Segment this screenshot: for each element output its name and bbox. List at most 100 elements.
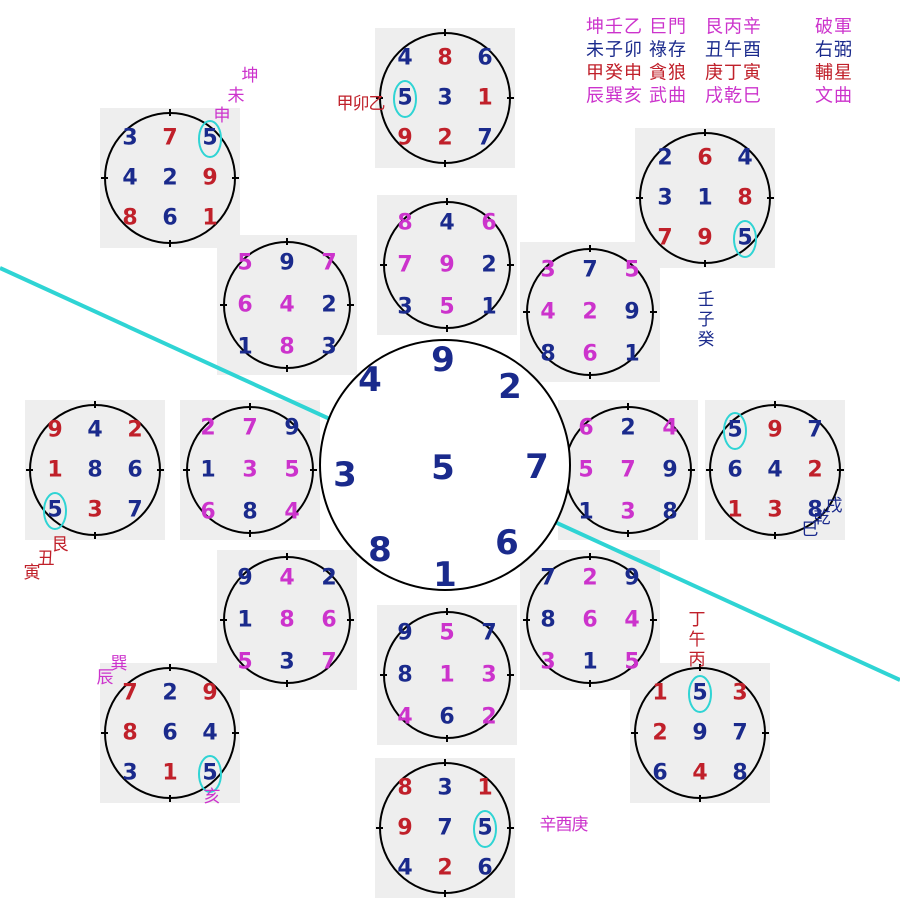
inner-s-digit: 2 (481, 705, 496, 730)
outer-s-digit: 8 (397, 776, 412, 801)
inner-nw-digit: 9 (279, 251, 294, 276)
outer-w-label: 艮丑寅 (24, 535, 69, 583)
outer-nw-digit: 8 (122, 206, 137, 231)
inner-nw-digit: 6 (237, 293, 252, 318)
legend-star: 破軍 (815, 17, 853, 38)
outer-ne-digit: 9 (697, 226, 712, 251)
outer-se-digit: 9 (692, 721, 707, 746)
outer-ne-digit: 5 (737, 226, 752, 251)
outer-sw-digit: 5 (202, 761, 217, 786)
legend-trigrams: 未子卯 (586, 40, 643, 61)
inner-sw-digit: 2 (321, 566, 336, 591)
outer-w-digit: 4 (87, 418, 102, 443)
direction-label-char: 申 (214, 106, 231, 126)
outer-n-digit: 3 (437, 86, 452, 111)
inner-ne-digit: 8 (540, 342, 555, 367)
highlight-ellipse (43, 492, 67, 530)
highlight-ellipse (733, 220, 757, 258)
inner-w-digit: 5 (284, 458, 299, 483)
inner-s-digit: 8 (397, 663, 412, 688)
inner-se-digit: 5 (624, 650, 639, 675)
outer-se-digit: 7 (732, 721, 747, 746)
outer-w-digit: 9 (47, 418, 62, 443)
outer-e-digit: 4 (767, 458, 782, 483)
direction-label-char: 甲 (337, 94, 354, 114)
outer-n-digit: 9 (397, 126, 412, 151)
outer-sw-digit: 8 (122, 721, 137, 746)
legend-star: 武曲 (649, 86, 687, 107)
inner-nw-digit: 5 (237, 251, 252, 276)
direction-label-char: 艮 (52, 535, 69, 555)
inner-w-digit: 2 (200, 416, 215, 441)
legend-star: 貪狼 (649, 62, 687, 84)
legend-trigrams: 戌乾巳 (705, 86, 762, 107)
outer-sw-digit: 3 (122, 761, 137, 786)
direction-label-char: 辰 (97, 668, 114, 688)
inner-se-digit: 8 (540, 608, 555, 633)
inner-e-digit: 7 (620, 458, 635, 483)
inner-se-digit: 3 (540, 650, 555, 675)
outer-n-digit: 4 (397, 46, 412, 71)
outer-nw-digit: 2 (162, 166, 177, 191)
outer-e-digit: 1 (727, 498, 742, 523)
outer-nw-digit: 3 (122, 126, 137, 151)
inner-e-digit: 9 (662, 458, 677, 483)
outer-nw-digit: 1 (202, 206, 217, 231)
direction-label-char: 乾 (814, 508, 831, 528)
inner-w-digit: 4 (284, 500, 299, 525)
inner-e-digit: 6 (578, 416, 593, 441)
legend-star: 祿存 (649, 40, 687, 61)
inner-e-digit: 1 (578, 500, 593, 525)
outer-se-digit: 1 (652, 681, 667, 706)
inner-nw-digit: 3 (321, 335, 336, 360)
direction-label-char: 坤 (242, 66, 259, 86)
legend-star: 右弼 (815, 40, 853, 61)
inner-n-digit: 8 (397, 211, 412, 236)
inner-e-digit: 5 (578, 458, 593, 483)
outer-ne-digit: 4 (737, 146, 752, 171)
outer-e-digit: 3 (767, 498, 782, 523)
outer-w-digit: 6 (127, 458, 142, 483)
legend-trigrams: 坤壬乙 (586, 17, 643, 38)
outer-sw-digit: 9 (202, 681, 217, 706)
outer-se-digit: 8 (732, 761, 747, 786)
center-digit: 7 (525, 447, 549, 487)
center-digit: 3 (333, 455, 357, 495)
outer-ne-digit: 6 (697, 146, 712, 171)
direction-label-char: 癸 (698, 330, 715, 350)
inner-n-digit: 1 (481, 295, 496, 320)
direction-label-char: 午 (689, 630, 706, 650)
outer-sw-label: 辰巽亥 (97, 654, 221, 807)
inner-ne-digit: 7 (582, 258, 597, 283)
inner-e-digit: 3 (620, 500, 635, 525)
center-digit: 8 (368, 530, 392, 570)
direction-label-char: 子 (698, 310, 715, 330)
outer-e-label: 巳乾戌 (802, 496, 843, 540)
inner-n-digit: 2 (481, 253, 496, 278)
inner-sw-digit: 6 (321, 608, 336, 633)
inner-nw-digit: 8 (279, 335, 294, 360)
outer-se-digit: 6 (652, 761, 667, 786)
outer-ne-digit: 8 (737, 186, 752, 211)
inner-n-digit: 7 (397, 253, 412, 278)
highlight-ellipse (723, 412, 747, 450)
outer-n-digit: 8 (437, 46, 452, 71)
inner-nw-digit: 4 (279, 293, 294, 318)
inner-ne-digit: 2 (582, 300, 597, 325)
inner-sw-digit: 8 (279, 608, 294, 633)
outer-s-digit: 1 (477, 776, 492, 801)
chart-panel (377, 195, 517, 335)
outer-s-digit: 2 (437, 856, 452, 881)
direction-label-char: 巽 (111, 654, 128, 674)
chart-panel (217, 550, 357, 690)
direction-label-char: 未 (228, 86, 245, 106)
inner-ne-digit: 5 (624, 258, 639, 283)
